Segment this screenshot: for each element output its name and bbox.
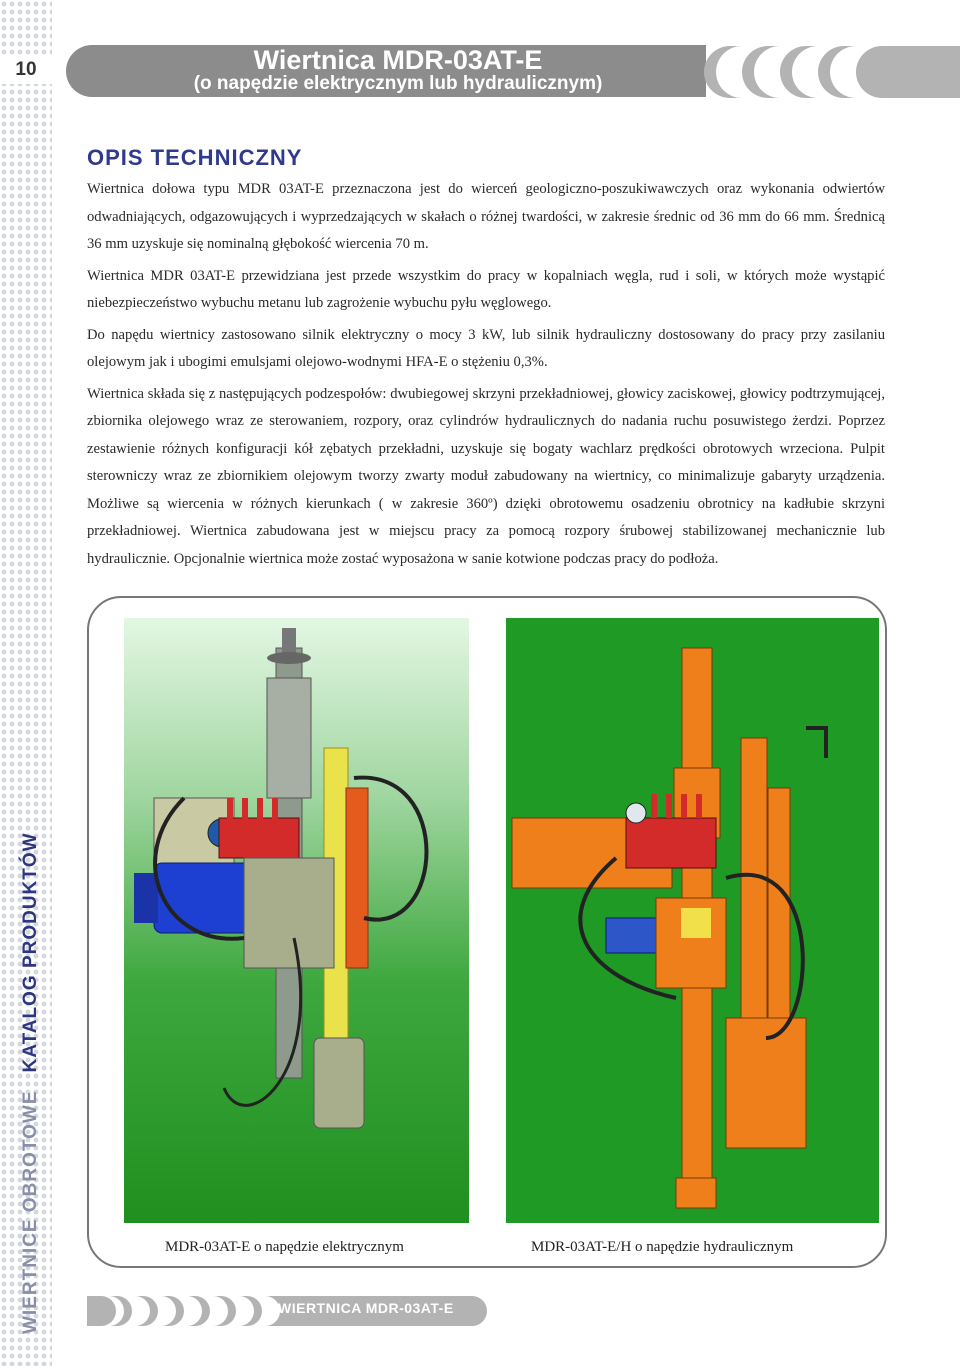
technical-description: Wiertnica dołowa typu MDR 03AT-E przezna… — [87, 176, 885, 577]
page-subtitle: (o napędzie elektrycznym lub hydrauliczn… — [193, 73, 603, 94]
paragraph: Do napędu wiertnicy zastosowano silnik e… — [87, 326, 885, 371]
footer-arc-decoration — [87, 1296, 487, 1326]
side-category-label: WIERTNICE OBROTOWE KATALOG PRODUKTÓW — [20, 832, 42, 1334]
page-title: Wiertnica MDR-03AT-E — [253, 45, 543, 75]
figure-frame — [87, 596, 887, 1268]
figure-caption-right: MDR-03AT-E/H o napędzie hydraulicznym — [531, 1239, 794, 1255]
drill-rig-electric-image — [124, 618, 469, 1223]
footer-label: WIERTNICA MDR-03AT-E — [278, 1300, 454, 1316]
header-arc-decoration — [704, 46, 960, 98]
section-heading: OPIS TECHNICZNY — [87, 145, 303, 170]
header-banner — [66, 45, 706, 97]
side-label-primary: WIERTNICE OBROTOWE — [20, 1090, 41, 1334]
side-label-secondary: KATALOG PRODUKTÓW — [20, 832, 41, 1073]
paragraph: Wiertnica składa się z następujących pod… — [87, 385, 885, 567]
paragraph: Wiertnica MDR 03AT-E przewidziana jest p… — [87, 267, 885, 312]
page-number: 10 — [0, 56, 52, 84]
drill-rig-hydraulic-image — [506, 618, 879, 1223]
dotted-side-strip — [0, 0, 52, 1366]
paragraph: Wiertnica dołowa typu MDR 03AT-E przezna… — [87, 181, 885, 252]
figure-caption-left: MDR-03AT-E o napędzie elektrycznym — [165, 1239, 404, 1255]
